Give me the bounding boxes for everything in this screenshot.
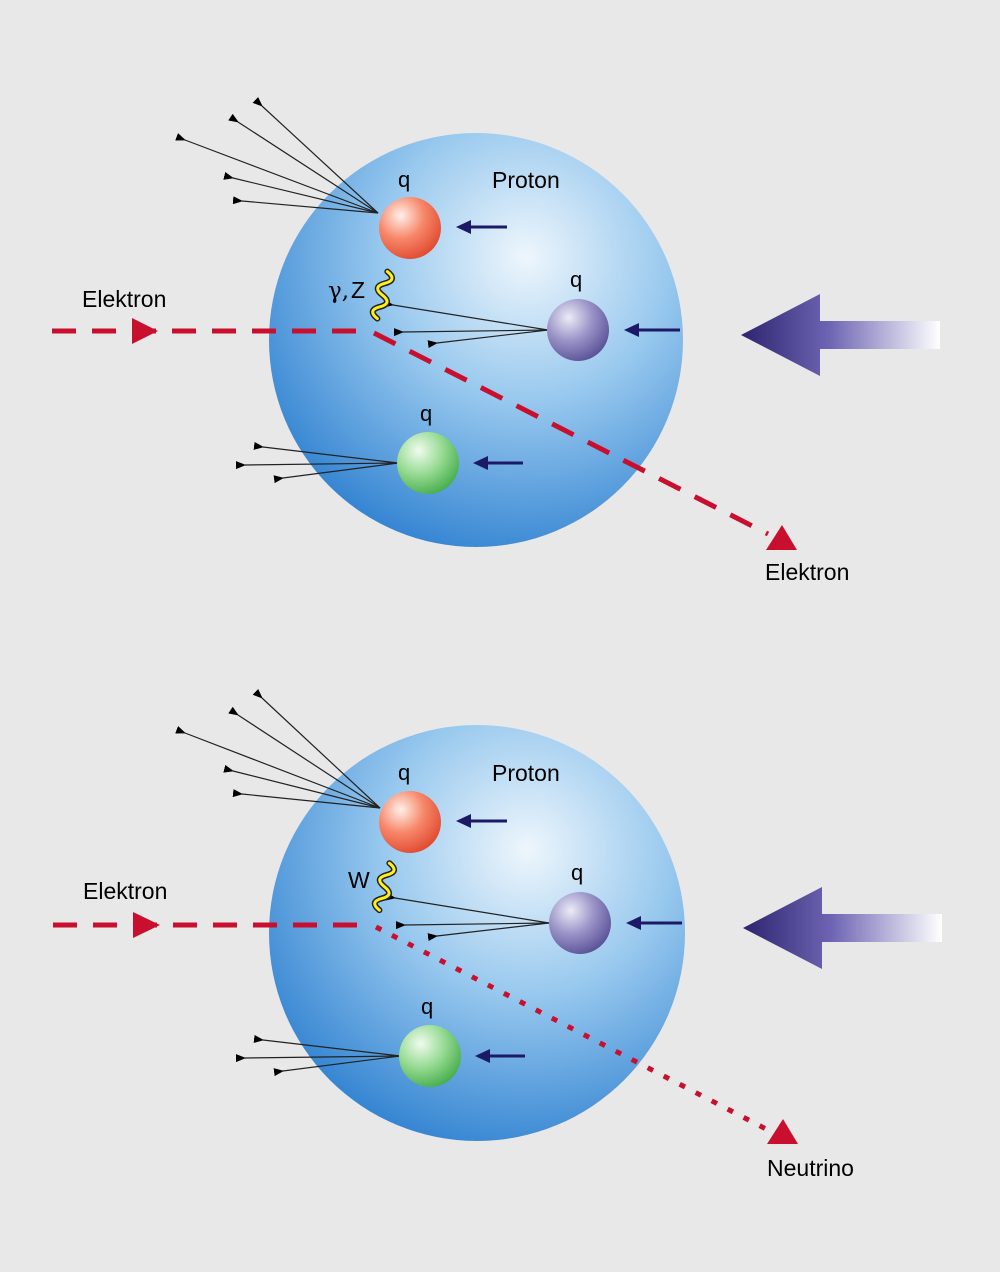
- quark-label-green: q: [420, 401, 432, 426]
- proton-beam-arrow: [741, 294, 940, 376]
- quark-green: [399, 1025, 461, 1087]
- incoming-electron-label: Elektron: [83, 878, 167, 904]
- jet-purple-quark: [383, 299, 549, 349]
- outgoing-electron-label: Elektron: [765, 559, 849, 585]
- boson-wavy-line-inner: [373, 861, 396, 912]
- proton-label: Proton: [492, 760, 560, 786]
- quark-red: [379, 197, 441, 259]
- incoming-electron-track: [52, 318, 372, 344]
- panel-nc: Proton q q q γ, Z Elektron Elektron: [52, 96, 940, 585]
- boson-label: Z: [351, 277, 365, 303]
- jet-purple-quark: [385, 892, 550, 942]
- jet-green-quark: [235, 441, 399, 484]
- quark-arrows: [456, 220, 680, 470]
- proton-label: Proton: [492, 167, 560, 193]
- incoming-electron-track: [53, 912, 372, 938]
- jet-green-quark: [235, 1034, 401, 1077]
- quark-label-green: q: [421, 994, 433, 1019]
- quark-green: [397, 432, 459, 494]
- quark-arrows: [456, 814, 682, 1063]
- jet-red-quark: [175, 96, 379, 214]
- outgoing-neutrino-track: [374, 924, 798, 1144]
- boson-symbol-gamma: γ,: [328, 278, 349, 304]
- quark-purple: [547, 299, 609, 361]
- boson-wavy-line-inner: [371, 270, 394, 321]
- proton-sphere: [269, 133, 683, 547]
- quark-red: [379, 791, 441, 853]
- quark-label-red: q: [398, 760, 410, 785]
- panel-cc: Proton q q q W Elektron Neutrino: [53, 688, 942, 1181]
- quark-purple: [549, 892, 611, 954]
- outgoing-electron-track: [372, 330, 797, 550]
- quark-label-purple: q: [570, 267, 582, 292]
- proton-beam-arrow: [743, 887, 942, 969]
- jet-red-quark: [175, 688, 381, 809]
- incoming-electron-label: Elektron: [82, 286, 166, 312]
- quark-label-purple: q: [571, 860, 583, 885]
- boson-label: W: [348, 867, 370, 893]
- outgoing-neutrino-label: Neutrino: [767, 1155, 854, 1181]
- quark-label-red: q: [398, 167, 410, 192]
- proton-sphere: [269, 725, 685, 1141]
